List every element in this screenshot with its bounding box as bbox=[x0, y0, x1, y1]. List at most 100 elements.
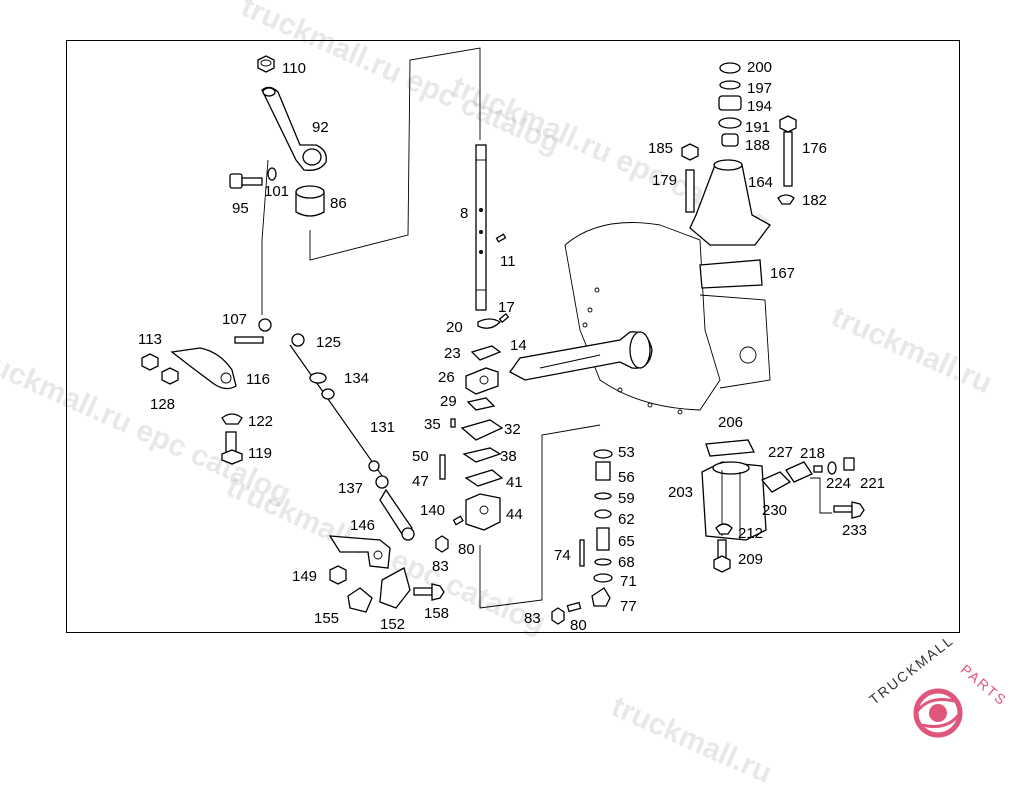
bolt-209 bbox=[713, 539, 731, 573]
callout-194: 194 bbox=[747, 98, 772, 115]
callout-122: 122 bbox=[248, 413, 273, 430]
callout-50: 50 bbox=[412, 448, 429, 465]
callout-113: 113 bbox=[138, 331, 162, 348]
callout-38: 38 bbox=[500, 448, 517, 465]
ring-197 bbox=[719, 80, 741, 90]
callout-131: 131 bbox=[370, 419, 395, 436]
callout-164: 164 bbox=[748, 174, 773, 191]
callout-140: 140 bbox=[420, 502, 445, 519]
ball-stud-107 bbox=[234, 318, 272, 344]
callout-152: 152 bbox=[380, 616, 405, 633]
bolt-119 bbox=[221, 431, 243, 465]
spring-47 bbox=[439, 454, 446, 480]
callout-191: 191 bbox=[745, 119, 770, 136]
gear-icon bbox=[913, 688, 963, 738]
nut-80 bbox=[435, 535, 449, 553]
bolt-176 bbox=[779, 115, 797, 187]
callout-17: 17 bbox=[498, 299, 515, 316]
washer-59 bbox=[594, 492, 612, 500]
callout-125: 125 bbox=[316, 334, 341, 351]
plug-140 bbox=[452, 515, 464, 526]
diagram-frame bbox=[66, 40, 960, 633]
callout-167: 167 bbox=[770, 265, 795, 282]
spring-65 bbox=[596, 527, 610, 551]
shift-block-26 bbox=[465, 367, 499, 395]
bracket-152 bbox=[379, 567, 411, 609]
callout-107: 107 bbox=[222, 311, 247, 328]
gasket-167 bbox=[699, 259, 763, 289]
callout-83b: 83 bbox=[524, 610, 541, 627]
callout-182: 182 bbox=[802, 192, 827, 209]
part-23 bbox=[470, 345, 502, 361]
callout-8: 8 bbox=[460, 205, 468, 222]
bushing-86 bbox=[295, 185, 325, 217]
cup-71 bbox=[593, 573, 613, 583]
gasket-230 bbox=[760, 471, 792, 493]
callout-233: 233 bbox=[842, 522, 867, 539]
nut-128 bbox=[161, 367, 179, 385]
callout-83: 83 bbox=[432, 558, 449, 575]
callout-224: 224 bbox=[826, 475, 851, 492]
nut-110 bbox=[257, 55, 275, 73]
callout-155: 155 bbox=[314, 610, 339, 627]
gearbox-housing bbox=[564, 222, 771, 415]
callout-86: 86 bbox=[330, 195, 347, 212]
callout-203: 203 bbox=[668, 484, 693, 501]
bracket-155 bbox=[347, 587, 373, 613]
callout-29: 29 bbox=[440, 393, 457, 410]
callout-35: 35 bbox=[424, 416, 441, 433]
callout-62: 62 bbox=[618, 511, 635, 528]
callout-227: 227 bbox=[768, 444, 793, 461]
pin-74 bbox=[579, 539, 585, 567]
callout-149: 149 bbox=[292, 568, 317, 585]
callout-197: 197 bbox=[747, 80, 772, 97]
gasket-206 bbox=[705, 439, 756, 457]
pin-17 bbox=[498, 312, 510, 324]
pin-218 bbox=[813, 465, 823, 473]
callout-206: 206 bbox=[718, 414, 743, 431]
callout-110: 110 bbox=[282, 60, 306, 77]
spring-56 bbox=[595, 461, 611, 481]
callout-20: 20 bbox=[446, 319, 463, 336]
nut-149 bbox=[329, 565, 347, 585]
callout-119: 119 bbox=[248, 445, 272, 462]
callout-221: 221 bbox=[860, 475, 885, 492]
callout-158: 158 bbox=[424, 605, 449, 622]
ring-191 bbox=[718, 117, 742, 129]
callout-200: 200 bbox=[747, 59, 772, 76]
callout-209: 209 bbox=[738, 551, 763, 568]
callout-32: 32 bbox=[504, 421, 521, 438]
part-29 bbox=[466, 397, 496, 411]
callout-101: 101 bbox=[264, 183, 289, 200]
bracket-146 bbox=[328, 535, 391, 569]
callout-188: 188 bbox=[745, 137, 770, 154]
washer-68 bbox=[594, 558, 612, 566]
plate-38 bbox=[462, 447, 502, 463]
lever-92 bbox=[261, 86, 327, 171]
callout-176: 176 bbox=[802, 140, 827, 157]
callout-23: 23 bbox=[444, 345, 461, 362]
ring-20 bbox=[477, 318, 502, 329]
washer-122 bbox=[221, 413, 243, 425]
callout-68: 68 bbox=[618, 554, 635, 571]
callout-14: 14 bbox=[510, 337, 527, 354]
shift-rod-131 bbox=[289, 333, 415, 541]
callout-80: 80 bbox=[458, 541, 475, 558]
ring-62 bbox=[594, 509, 612, 519]
nut-83b bbox=[551, 607, 565, 625]
callout-95: 95 bbox=[232, 200, 249, 217]
callout-74: 74 bbox=[554, 547, 571, 564]
exploded-view-drawing: 110 92 95 101 86 8 11 17 20 14 23 26 29 … bbox=[138, 47, 885, 634]
cover-164 bbox=[689, 159, 771, 246]
plate-32 bbox=[460, 419, 504, 441]
washer-101 bbox=[267, 167, 277, 181]
callout-146: 146 bbox=[350, 517, 375, 534]
callout-11: 11 bbox=[500, 253, 516, 270]
bolt-95 bbox=[229, 173, 263, 189]
stud-179 bbox=[685, 169, 695, 213]
callout-47: 47 bbox=[412, 473, 429, 490]
callout-41: 41 bbox=[506, 474, 523, 491]
callout-179: 179 bbox=[652, 172, 677, 189]
ring-200 bbox=[719, 62, 741, 74]
housing-44 bbox=[465, 493, 501, 531]
